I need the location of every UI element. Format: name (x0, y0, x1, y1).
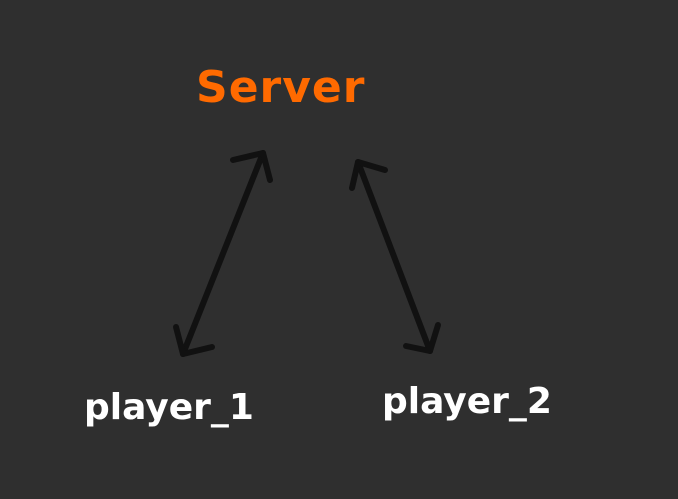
node-player1-label: player_1 (84, 387, 254, 428)
arrowhead-player2-end (403, 322, 441, 354)
arrow-line-server-player2 (355, 159, 433, 354)
arrow-line-server-player1 (180, 150, 266, 357)
node-server-label: Server (196, 62, 366, 113)
arrowhead-server-end-1 (230, 150, 273, 183)
node-player2-label: player_2 (382, 381, 552, 422)
edge-server-player1 (173, 150, 273, 357)
edge-server-player2 (349, 159, 441, 354)
arrowhead-player1-end (173, 324, 215, 357)
arrowhead-server-end-2 (349, 159, 388, 191)
